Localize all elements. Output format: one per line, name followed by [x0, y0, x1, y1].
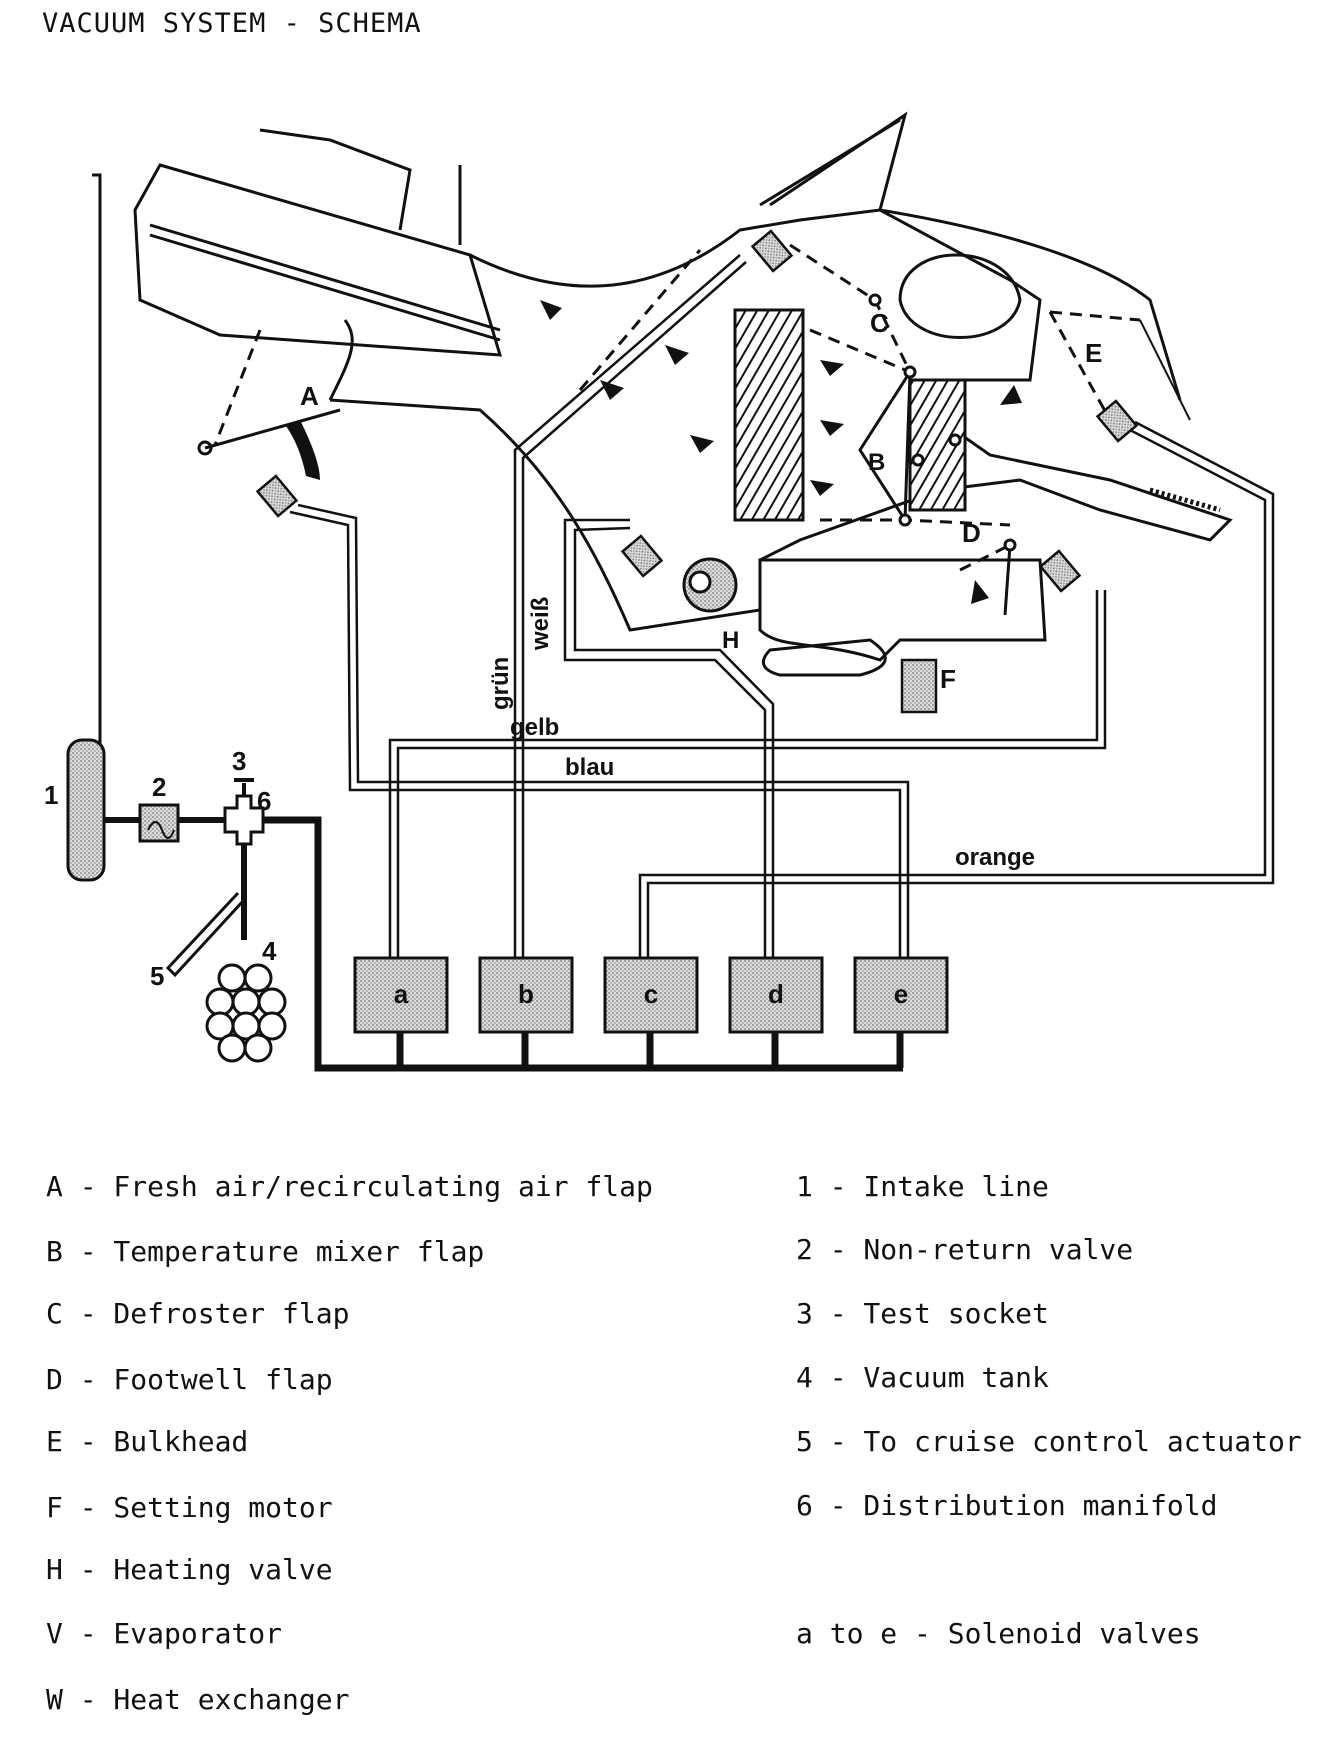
actuator-c: [750, 229, 794, 273]
legend-item: W - Heat exchanger: [46, 1683, 350, 1716]
label-5: 5: [150, 961, 164, 991]
actuator-d: [1038, 549, 1082, 593]
legend-item: A - Fresh air/recirculating air flap: [46, 1170, 653, 1203]
actuator-a: [255, 474, 299, 518]
test-socket: [234, 778, 254, 796]
hose-label-weiss: weiß: [527, 597, 554, 651]
legend-item: a to e - Solenoid valves: [796, 1617, 1201, 1650]
vacuum-schema-diagram: gelb blau orange grün weiß: [44, 111, 1275, 1072]
solenoid-valves: a b c d e: [353, 956, 949, 1034]
legend-item: F - Setting motor: [46, 1491, 333, 1524]
actuator-h: [620, 534, 664, 578]
hose-label-orange: orange: [955, 844, 1035, 871]
evaporator: [733, 308, 805, 522]
vacuum-tank: [205, 963, 287, 1063]
cruise-control-hose: [165, 891, 246, 978]
legend-item: 6 - Distribution manifold: [796, 1489, 1218, 1522]
legend-item: 2 - Non-return valve: [796, 1233, 1134, 1266]
vacuum-hoses: [289, 254, 1275, 960]
vacuum-supply: [66, 738, 904, 1072]
legend-item: E - Bulkhead: [46, 1425, 249, 1458]
label-c: C: [870, 308, 889, 338]
hose-label-blau: blau: [565, 754, 614, 781]
footwell-plenum: [758, 558, 1047, 662]
actuator-e: [1095, 399, 1139, 443]
legend-item: C - Defroster flap: [46, 1297, 350, 1330]
distribution-manifold: [223, 794, 265, 846]
svg-text:c: c: [644, 979, 658, 1009]
intake-line: [66, 738, 106, 882]
legend-item: V - Evaporator: [46, 1617, 283, 1650]
label-1: 1: [44, 780, 58, 810]
label-d: D: [962, 518, 981, 548]
airflow-arrows: [286, 300, 1022, 604]
hose-label-gelb: gelb: [510, 714, 559, 741]
legend-item: 3 - Test socket: [796, 1297, 1049, 1330]
main-duct: [329, 208, 1233, 632]
label-e: E: [1085, 338, 1102, 368]
legend-item: 5 - To cruise control actuator: [796, 1425, 1302, 1458]
solenoid-valve-d: d: [728, 956, 824, 1034]
svg-text:a: a: [394, 979, 409, 1009]
label-6: 6: [257, 786, 271, 816]
legend-item: 1 - Intake line: [796, 1170, 1049, 1203]
label-b: B: [868, 449, 885, 476]
flap-linkages: [213, 243, 1141, 572]
defroster-duct: [769, 111, 908, 211]
label-h: H: [722, 627, 739, 654]
label-f: F: [940, 664, 956, 694]
setting-motor: [900, 658, 938, 714]
svg-text:e: e: [894, 979, 908, 1009]
page-title: VACUUM SYSTEM - SCHEMA: [42, 8, 422, 39]
solenoid-valve-e: e: [853, 956, 949, 1034]
legend-item: B - Temperature mixer flap: [46, 1235, 485, 1268]
solenoid-valve-b: b: [478, 956, 574, 1034]
hose-label-gruen: grün: [487, 657, 514, 710]
legend-item: 4 - Vacuum tank: [796, 1361, 1049, 1394]
legend-item: D - Footwell flap: [46, 1363, 333, 1396]
footwell-flap-lever: [197, 293, 1017, 616]
intake-box: [133, 163, 503, 357]
vacuum-actuators: [255, 229, 1139, 714]
legend-item: H - Heating valve: [46, 1553, 333, 1586]
label-4: 4: [262, 936, 277, 966]
heating-valve: [762, 638, 887, 677]
svg-text:b: b: [518, 979, 534, 1009]
label-2: 2: [152, 772, 166, 802]
solenoid-valve-a: a: [353, 956, 449, 1034]
label-a: A: [300, 381, 319, 411]
label-3: 3: [232, 746, 246, 776]
solenoid-valve-c: c: [603, 956, 699, 1034]
svg-text:d: d: [768, 979, 784, 1009]
